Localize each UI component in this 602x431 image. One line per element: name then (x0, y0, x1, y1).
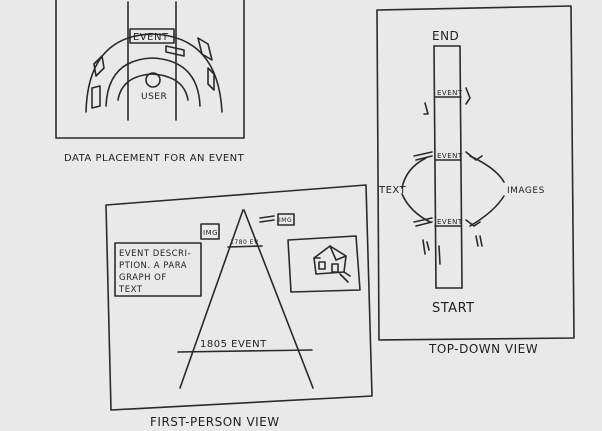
description-line: GRAPH OF (119, 273, 167, 283)
data-block (93, 55, 105, 77)
road-right-edge (243, 209, 314, 389)
description-line: TEXT (118, 285, 143, 295)
data-block (91, 85, 101, 109)
event-label: EVENT (133, 32, 169, 43)
panel-data-placement (55, 0, 245, 139)
user-circle (145, 72, 161, 88)
end-label: END (432, 29, 459, 43)
data-block (207, 67, 215, 91)
near-event-line (177, 349, 313, 353)
far-event-line (227, 245, 263, 248)
inner-arc (117, 73, 189, 101)
panel-frame (105, 184, 373, 411)
caption-data-placement: DATA PLACEMENT FOR AN EVENT (64, 153, 245, 164)
description-line: EVENT DESCRI- (119, 249, 191, 259)
event-label-bottom: EVENT (437, 218, 463, 226)
labels: EVENT USER DATA PLACEMENT FOR AN EVENT E… (64, 29, 545, 429)
caption-top-down: TOP-DOWN VIEW (428, 342, 538, 356)
img-box (200, 223, 220, 240)
panel-frame (55, 0, 245, 139)
image-frame (287, 235, 361, 293)
description-line: PTION. A PARA (119, 261, 187, 271)
caption-first-person: FIRST-PERSON VIEW (150, 415, 280, 429)
event-label-middle: EVENT (437, 152, 463, 160)
user-label: USER (141, 92, 167, 102)
start-label: START (432, 301, 475, 316)
panel-first-person (105, 184, 373, 411)
text-label: TEXT (378, 185, 407, 196)
img-label: IMG (279, 217, 292, 224)
far-event-label: 1780 EV (230, 239, 259, 246)
event-box (129, 28, 175, 44)
img-box (277, 213, 295, 226)
road-right-edge (459, 45, 463, 289)
text-connector (401, 157, 427, 189)
road-left-edge (433, 45, 437, 289)
panel-frame (376, 5, 575, 341)
event-label-top: EVENT (437, 89, 463, 97)
road-left-edge (179, 209, 244, 389)
images-label: IMAGES (507, 186, 545, 196)
middle-arc (105, 57, 201, 107)
house-sketch (313, 245, 351, 283)
panel-top-down (376, 5, 575, 341)
img-label: IMG (203, 229, 218, 237)
near-event-label: 1805 EVENT (200, 339, 267, 350)
data-block (165, 45, 185, 57)
data-block (197, 37, 213, 61)
description-box (114, 242, 202, 297)
